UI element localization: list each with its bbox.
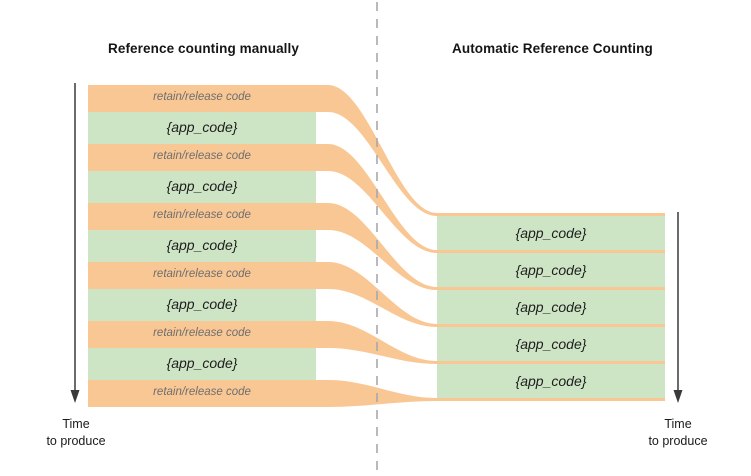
left-retain-release-block [88, 321, 328, 348]
left-retain-release-block [88, 262, 328, 289]
left-retain-release-block [88, 85, 328, 112]
right-app-code-block [437, 216, 665, 251]
right-retain-release-line [437, 324, 665, 327]
right-retain-release-line [437, 287, 665, 290]
right-app-code-block [437, 327, 665, 362]
right-retain-release-line [437, 213, 665, 216]
right-section-title: Automatic Reference Counting [452, 41, 653, 56]
left-app-code-block [88, 348, 316, 380]
left-app-code-block [88, 230, 316, 262]
right-time-to-produce-label: Time to produce [622, 416, 734, 450]
left-retain-release-block [88, 144, 328, 171]
right-app-code-block [437, 253, 665, 288]
retain-release-flow-ribbon [88, 85, 665, 216]
left-time-to-produce-label: Time to produce [20, 416, 132, 450]
right-separator-group [437, 213, 665, 401]
right-app-code-block [437, 364, 665, 399]
left-app-code-block [88, 171, 316, 203]
left-band-group [88, 85, 328, 407]
right-app-code-block [437, 290, 665, 325]
right-time-arrow-head [673, 390, 683, 403]
left-app-code-block [88, 289, 316, 321]
right-block-group [437, 216, 665, 399]
left-time-arrow-head [70, 390, 80, 403]
right-retain-release-line [437, 361, 665, 364]
left-time-label-line2: to produce [46, 434, 106, 448]
right-retain-release-line [437, 250, 665, 253]
right-retain-release-line [437, 398, 665, 401]
left-app-code-block [88, 112, 316, 144]
right-time-label-line2: to produce [648, 434, 708, 448]
retain-release-flow-ribbon [88, 144, 665, 253]
left-section-title: Reference counting manually [108, 41, 299, 56]
left-time-label-line1: Time [62, 417, 90, 431]
right-time-label-line1: Time [664, 417, 692, 431]
left-retain-release-block [88, 380, 328, 407]
left-retain-release-block [88, 203, 328, 230]
arrow-group [70, 83, 683, 403]
